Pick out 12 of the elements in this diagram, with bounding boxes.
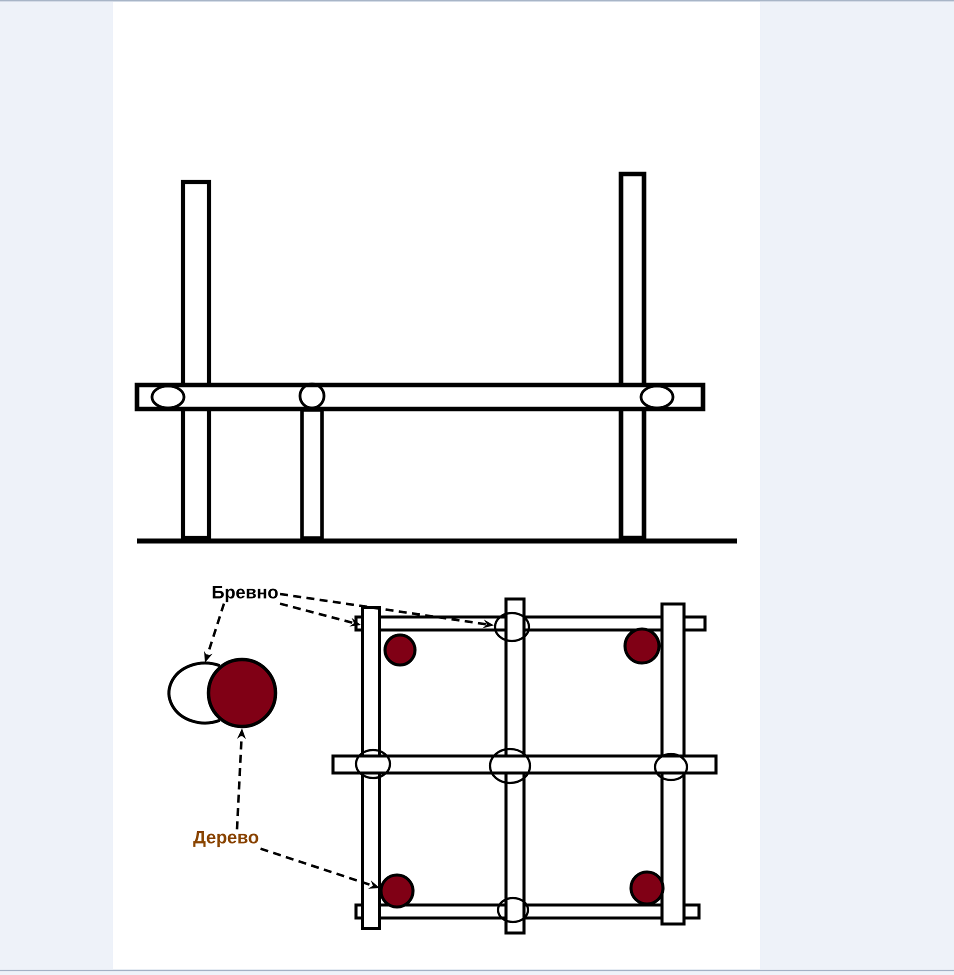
- log: [360, 606, 382, 930]
- joint-ellipse: [496, 896, 530, 924]
- log: [660, 602, 686, 926]
- joint-ellipse: [654, 752, 688, 782]
- log: [504, 597, 526, 935]
- callout-label: Дерево: [193, 830, 258, 848]
- filled-circle: [206, 658, 278, 728]
- joint-ellipse: [494, 612, 530, 642]
- joint-ellipse: [488, 748, 532, 784]
- callout-label: Бревно: [212, 586, 278, 602]
- log: [331, 754, 718, 775]
- joint-ellipse: [354, 748, 392, 780]
